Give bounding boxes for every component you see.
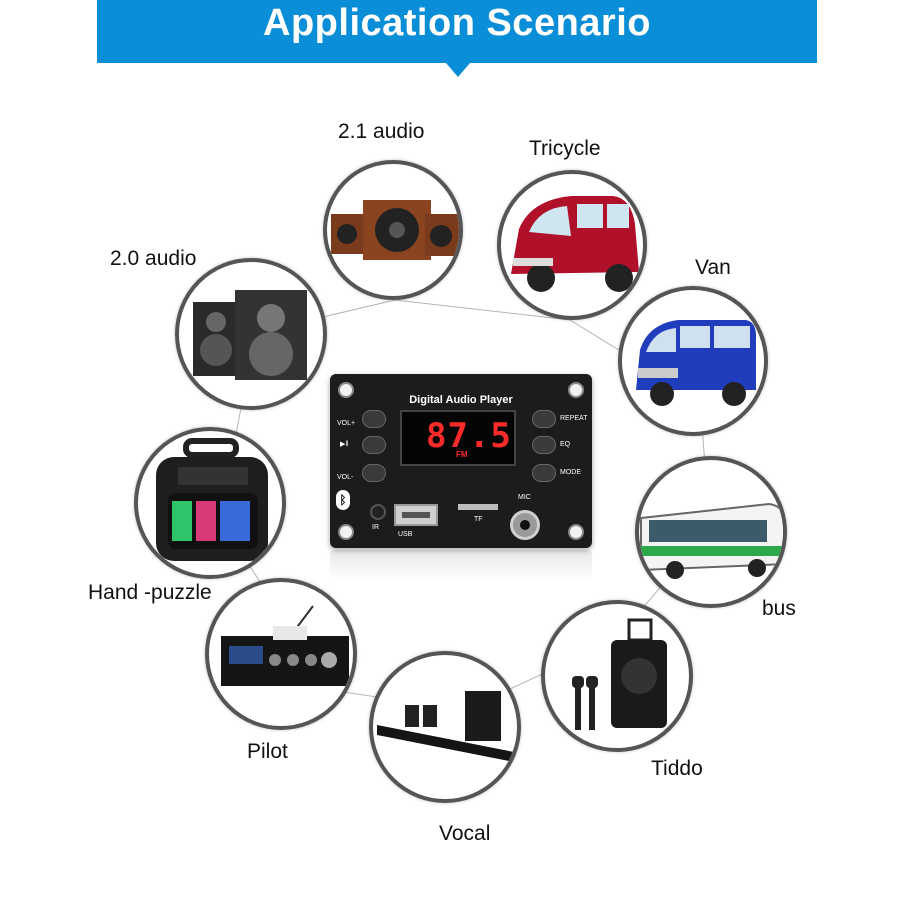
- tricycle-car-icon: [511, 196, 639, 292]
- speaker-2.1-icon: [331, 200, 459, 260]
- scenario-circle-2-1-audio: [323, 160, 463, 300]
- portable-speaker-icon: [156, 438, 268, 561]
- label-vocal: Vocal: [439, 822, 491, 845]
- ir-receiver: [370, 504, 386, 520]
- bluetooth-icon: ᛒ: [336, 490, 350, 510]
- mounting-hole: [338, 524, 354, 540]
- mounting-hole: [568, 524, 584, 540]
- mode-label: MODE: [560, 469, 581, 476]
- scenario-circle-tricycle: [497, 170, 647, 320]
- play-pause-icon: ▶‖: [340, 441, 349, 448]
- usb-label: USB: [398, 531, 413, 538]
- mounting-hole: [338, 382, 354, 398]
- usb-port[interactable]: [394, 504, 438, 526]
- scenario-circle-pilot: [205, 578, 357, 730]
- trolley-speaker-icon: [572, 618, 667, 730]
- label-pilot: Pilot: [247, 740, 288, 763]
- led-display: 87.5 FM: [400, 410, 516, 466]
- label-van: Van: [695, 256, 731, 279]
- tf-card-slot[interactable]: [458, 504, 498, 510]
- band-indicator: FM: [456, 450, 468, 459]
- label-2-1-audio: 2.1 audio: [338, 120, 425, 143]
- repeat-button[interactable]: [532, 410, 556, 428]
- label-hand-puzzle: Hand -puzzle: [88, 581, 212, 604]
- label-bus: bus: [762, 597, 796, 620]
- amplifier-icon: [221, 605, 349, 686]
- vol-up-button[interactable]: [362, 410, 386, 428]
- scenario-circle-tiddo: [541, 600, 693, 752]
- label-tricycle: Tricycle: [529, 137, 601, 160]
- label-2-0-audio: 2.0 audio: [110, 247, 197, 270]
- play-pause-button[interactable]: [362, 436, 386, 454]
- label-tiddo: Tiddo: [651, 757, 703, 780]
- vol-down-label: VOL-: [337, 474, 354, 481]
- eq-label: EQ: [560, 441, 571, 448]
- board-title: Digital Audio Player: [409, 394, 513, 406]
- scenario-circle-hand-puzzle: [134, 427, 286, 579]
- scenario-circle-vocal: [369, 651, 521, 803]
- scenario-circle-bus: [635, 456, 787, 608]
- soundbar-icon: [377, 691, 517, 763]
- speaker-2.0-icon: [193, 290, 307, 380]
- mode-button[interactable]: [532, 464, 556, 482]
- frequency-readout: 87.5: [426, 416, 512, 456]
- vol-up-label: VOL+: [337, 420, 356, 427]
- van-icon: [636, 320, 756, 406]
- scenario-circle-2-0-audio: [175, 258, 327, 410]
- banner-title: Application Scenario: [263, 2, 651, 44]
- mic-label: MIC: [518, 494, 531, 501]
- scenario-circle-van: [618, 286, 768, 436]
- tf-label: TF: [474, 516, 483, 523]
- bus-icon: [640, 502, 783, 579]
- title-banner: Application Scenario: [97, 0, 817, 63]
- vol-down-button[interactable]: [362, 464, 386, 482]
- ir-label: IR: [372, 524, 379, 531]
- eq-button[interactable]: [532, 436, 556, 454]
- mounting-hole: [568, 382, 584, 398]
- repeat-label: REPEAT: [560, 415, 588, 422]
- mic-jack[interactable]: [510, 510, 540, 540]
- digital-audio-player-board: Digital Audio Player VOL+ ▶‖ VOL- 87.5 F…: [330, 374, 592, 548]
- banner-notch: [446, 63, 470, 77]
- board-reflection: [330, 550, 592, 580]
